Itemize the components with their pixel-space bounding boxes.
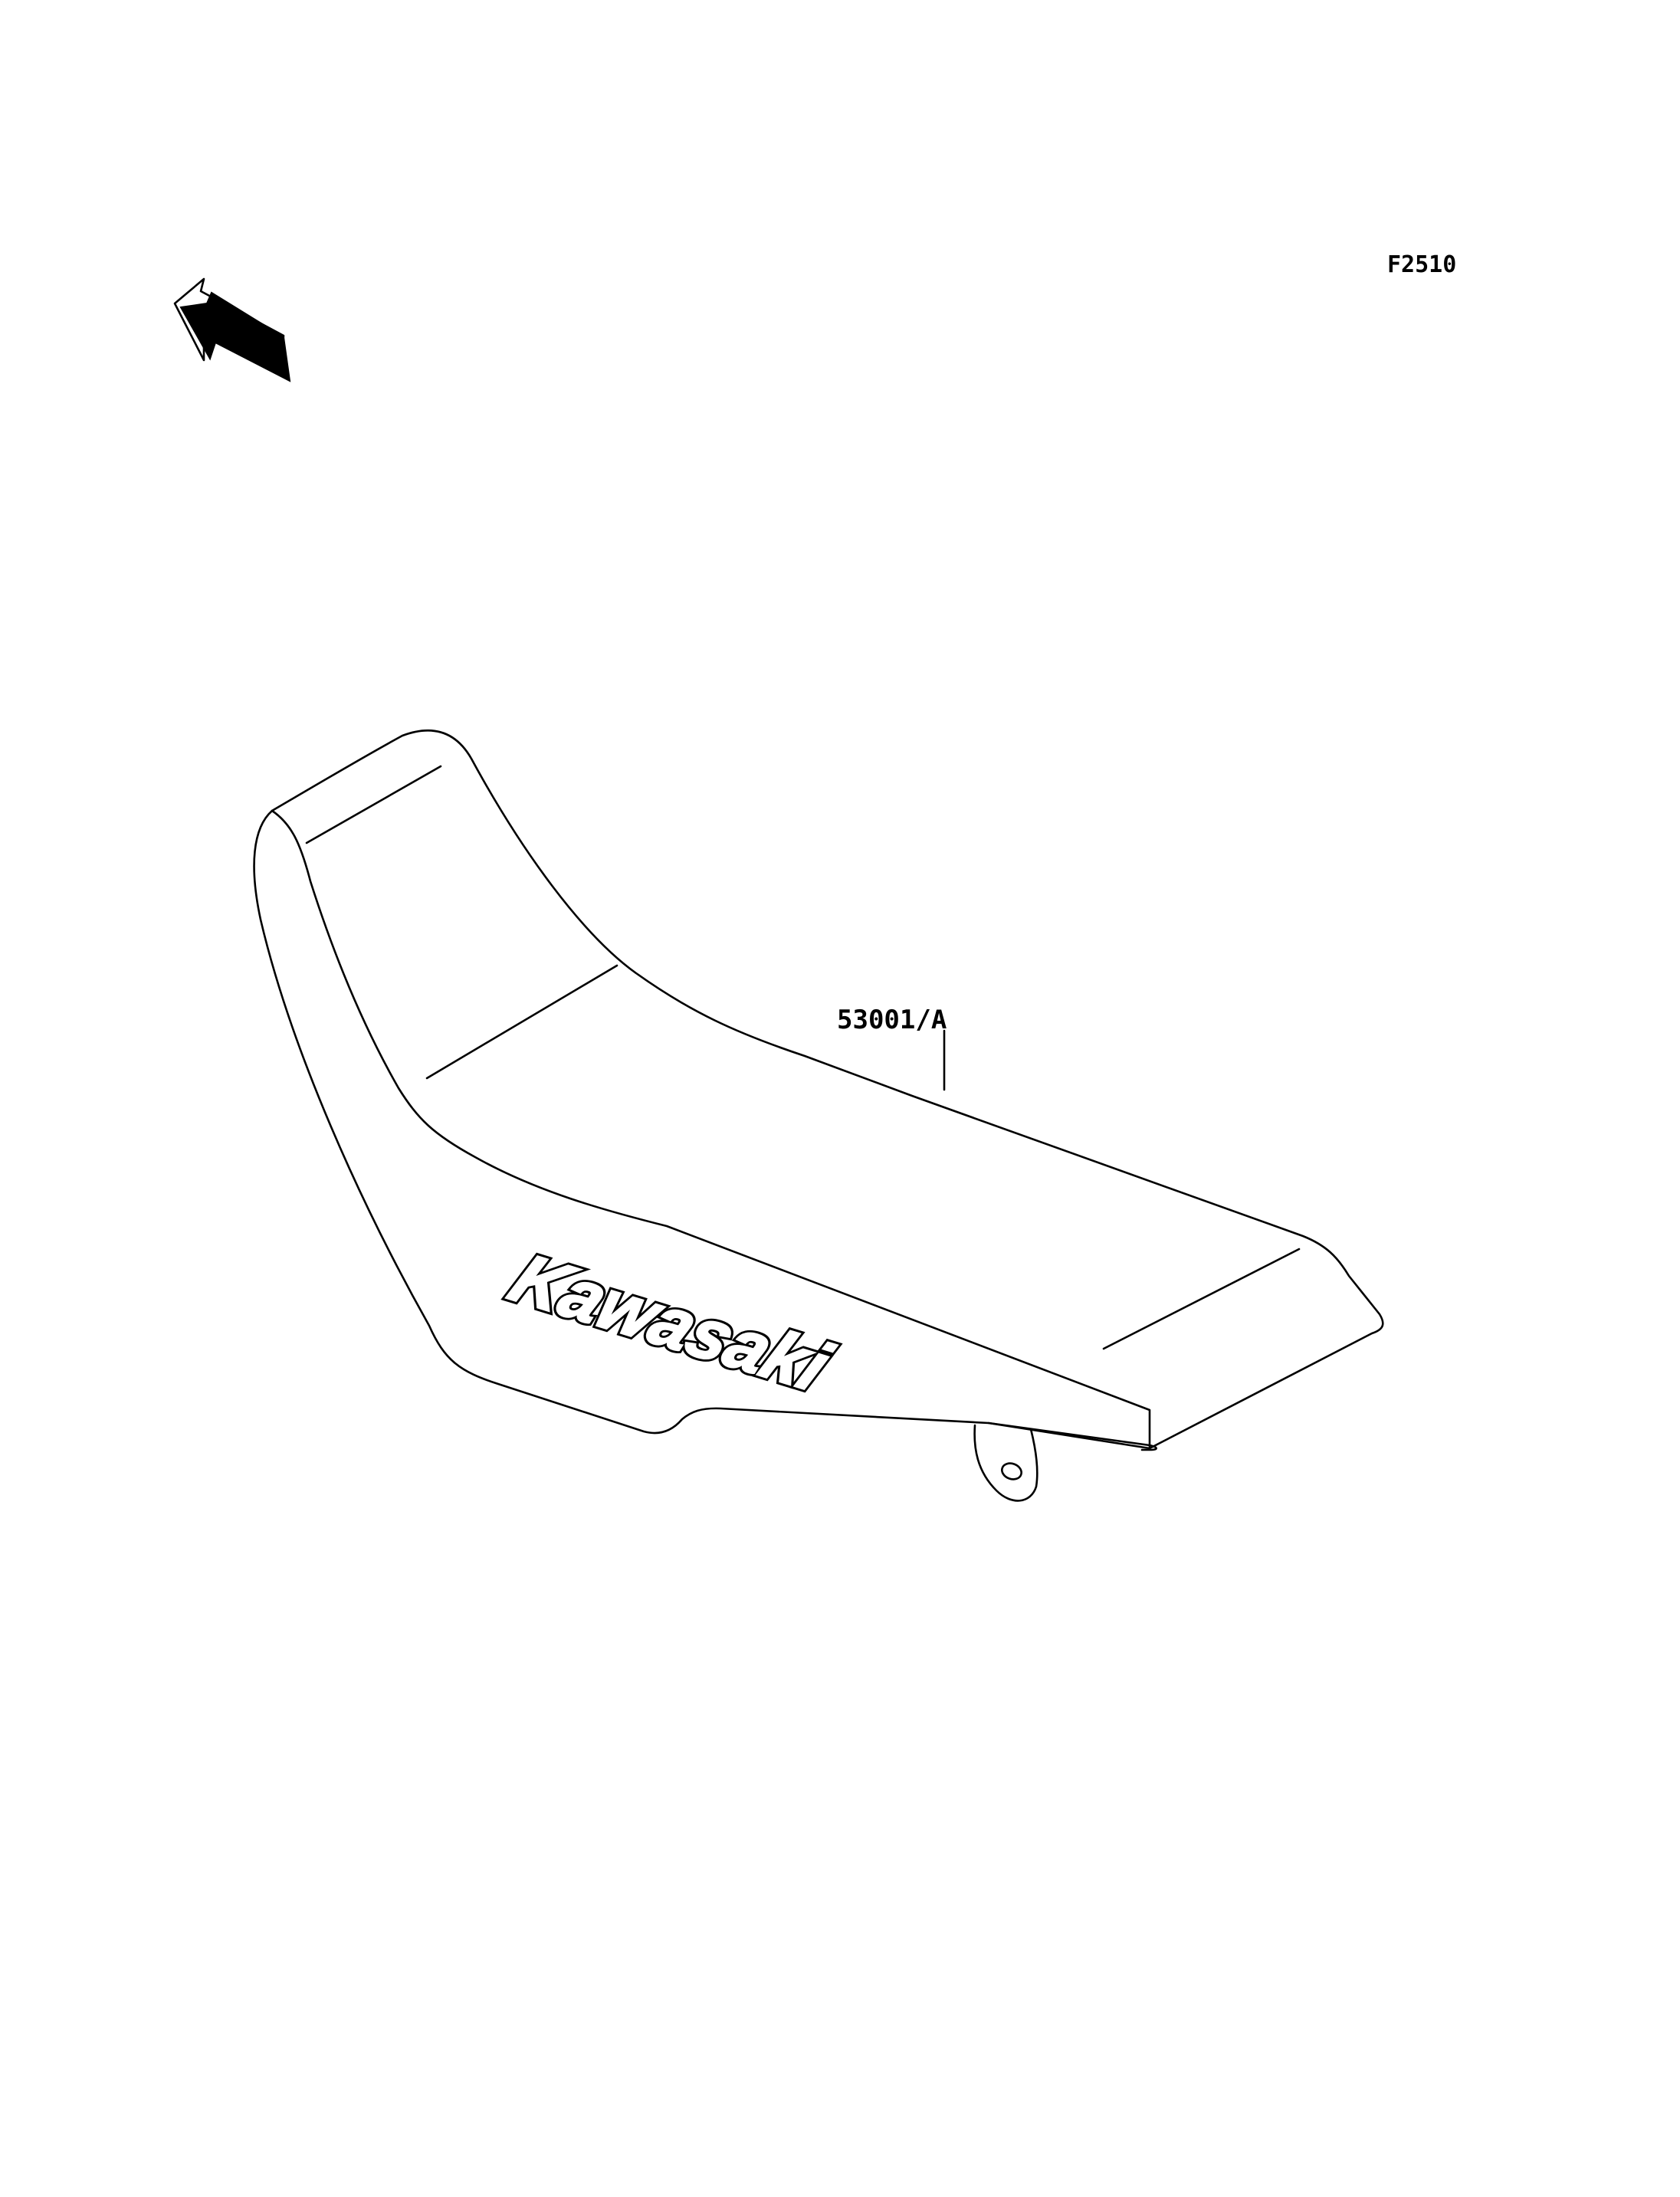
front-direction-arrow-icon: FRONT <box>173 277 291 382</box>
kawasaki-logo: Kawasaki Kawasaki <box>494 1236 847 1409</box>
seat <box>253 730 1384 1502</box>
figure-code: F2510 <box>1387 251 1456 278</box>
kawasaki-logo-text-fill: Kawasaki <box>498 1240 844 1406</box>
part-number-label[interactable]: 53001/A <box>837 1005 947 1035</box>
